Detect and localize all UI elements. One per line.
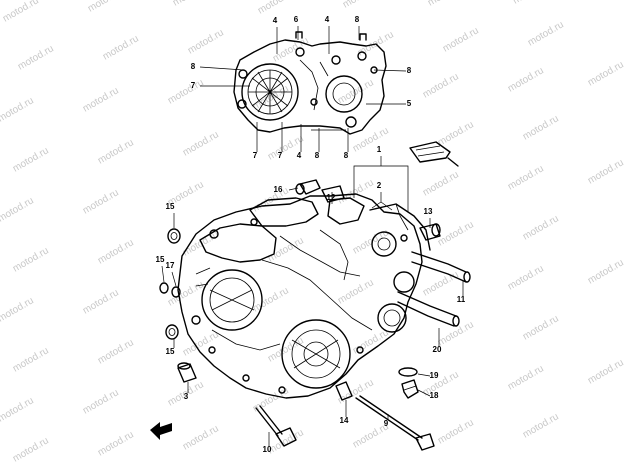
- callout-c2: 2: [377, 181, 382, 190]
- watermark-text: motod.ru: [351, 327, 391, 356]
- watermark-text: motod.ru: [421, 71, 461, 100]
- watermark-text: motod.ru: [586, 59, 625, 88]
- callout-c8e: 8: [344, 151, 349, 160]
- watermark-text: motod.ru: [101, 33, 141, 62]
- callout-c3: 3: [184, 392, 189, 401]
- watermark-text: motod.ru: [181, 229, 221, 258]
- watermark-text: motod.ru: [181, 129, 221, 158]
- watermark-text: motod.ru: [521, 113, 561, 142]
- callout-c6: 6: [294, 15, 299, 24]
- watermark-text: motod.ru: [0, 95, 36, 124]
- watermark-text: motod.ru: [351, 125, 391, 154]
- front-arrow-icon: [150, 422, 172, 440]
- callout-c5: 5: [407, 99, 412, 108]
- callout-c13: 13: [424, 207, 433, 216]
- watermark-text: motod.ru: [11, 345, 51, 374]
- watermark-text: motod.ru: [586, 257, 625, 286]
- crankcase-gasket-assembly: [233, 31, 387, 135]
- callout-c9: 9: [384, 419, 389, 428]
- callout-c7a: 7: [191, 81, 196, 90]
- watermark-text: motod.ru: [436, 417, 476, 446]
- callout-c7b: 7: [253, 151, 258, 160]
- callout-c8d: 8: [315, 151, 320, 160]
- watermark-text: motod.ru: [426, 0, 466, 9]
- parts-small: [159, 179, 441, 401]
- watermark-text: motod.ru: [0, 195, 36, 224]
- watermark-text: motod.ru: [526, 19, 566, 48]
- watermark-text: motod.ru: [81, 387, 121, 416]
- watermark-text: motod.ru: [336, 277, 376, 306]
- watermark-text: motod.ru: [436, 119, 476, 148]
- bolts: [255, 395, 435, 451]
- callout-c4b: 4: [325, 15, 330, 24]
- callout-c16: 16: [274, 185, 283, 194]
- watermark-text: motod.ru: [506, 163, 546, 192]
- watermark-text: motod.ru: [171, 0, 211, 9]
- watermark-text: motod.ru: [421, 169, 461, 198]
- watermark-text: motod.ru: [436, 319, 476, 348]
- callout-c1: 1: [377, 145, 382, 154]
- watermark-text: motod.ru: [436, 219, 476, 248]
- callout-c14: 14: [340, 416, 349, 425]
- watermark-text: motod.ru: [11, 145, 51, 174]
- watermark-text: motod.ru: [421, 269, 461, 298]
- watermark-text: motod.ru: [251, 285, 291, 314]
- callout-c12: 12: [327, 193, 336, 202]
- watermark-text: motod.ru: [81, 287, 121, 316]
- callout-c19: 19: [430, 371, 439, 380]
- watermark-text: motod.ru: [441, 25, 481, 54]
- watermark-text: motod.ru: [506, 65, 546, 94]
- watermark-text: motod.ru: [256, 0, 296, 17]
- watermark-text: motod.ru: [336, 77, 376, 106]
- watermark-text: motod.ru: [166, 77, 206, 106]
- leader-lines: [161, 26, 464, 446]
- callout-c10: 10: [263, 445, 272, 454]
- watermark-text: motod.ru: [521, 213, 561, 242]
- callout-c11: 11: [457, 295, 466, 304]
- watermark-text: motod.ru: [586, 157, 625, 186]
- watermark-text: motod.ru: [96, 137, 136, 166]
- crankcase-halves: [177, 193, 431, 399]
- callout-c4a: 4: [273, 16, 278, 25]
- watermark-text: motod.ru: [86, 0, 126, 15]
- callout-c4c: 4: [297, 151, 302, 160]
- watermark-text: motod.ru: [96, 429, 136, 458]
- watermark-text: motod.ru: [16, 43, 56, 72]
- callout-c15b: 15: [156, 255, 165, 264]
- watermark-text: motod.ru: [266, 427, 306, 456]
- breather-pipes: [397, 251, 471, 327]
- watermark-text: motod.ru: [506, 263, 546, 292]
- watermark-text: motod.ru: [11, 245, 51, 274]
- watermark-text: motod.ru: [181, 329, 221, 358]
- watermark-text: motod.ru: [81, 85, 121, 114]
- watermark-text: motod.ru: [181, 423, 221, 452]
- watermark-text: motod.ru: [521, 313, 561, 342]
- callout-c8c: 8: [407, 66, 412, 75]
- watermark-text: motod.ru: [96, 337, 136, 366]
- callout-c15c: 15: [166, 347, 175, 356]
- watermark-text: motod.ru: [1, 0, 41, 25]
- watermark-text: motod.ru: [521, 411, 561, 440]
- watermark-text: motod.ru: [0, 395, 36, 424]
- watermark-text: motod.ru: [586, 357, 625, 386]
- callout-c8b: 8: [191, 62, 196, 71]
- callout-c15a: 15: [166, 202, 175, 211]
- watermark-text: motod.ru: [341, 0, 381, 11]
- callout-c17: 17: [166, 261, 175, 270]
- lock-plate: [409, 141, 459, 167]
- callout-c20: 20: [433, 345, 442, 354]
- watermark-text: motod.ru: [11, 435, 51, 464]
- callout-c18: 18: [430, 391, 439, 400]
- watermark-text: motod.ru: [0, 295, 36, 324]
- watermark-text: motod.ru: [186, 27, 226, 56]
- watermark-text: motod.ru: [96, 237, 136, 266]
- watermark-text: motod.ru: [81, 187, 121, 216]
- watermark-text: motod.ru: [506, 363, 546, 392]
- callout-c7c: 7: [278, 151, 283, 160]
- callout-c8a: 8: [355, 15, 360, 24]
- watermark-text: motod.ru: [511, 0, 551, 7]
